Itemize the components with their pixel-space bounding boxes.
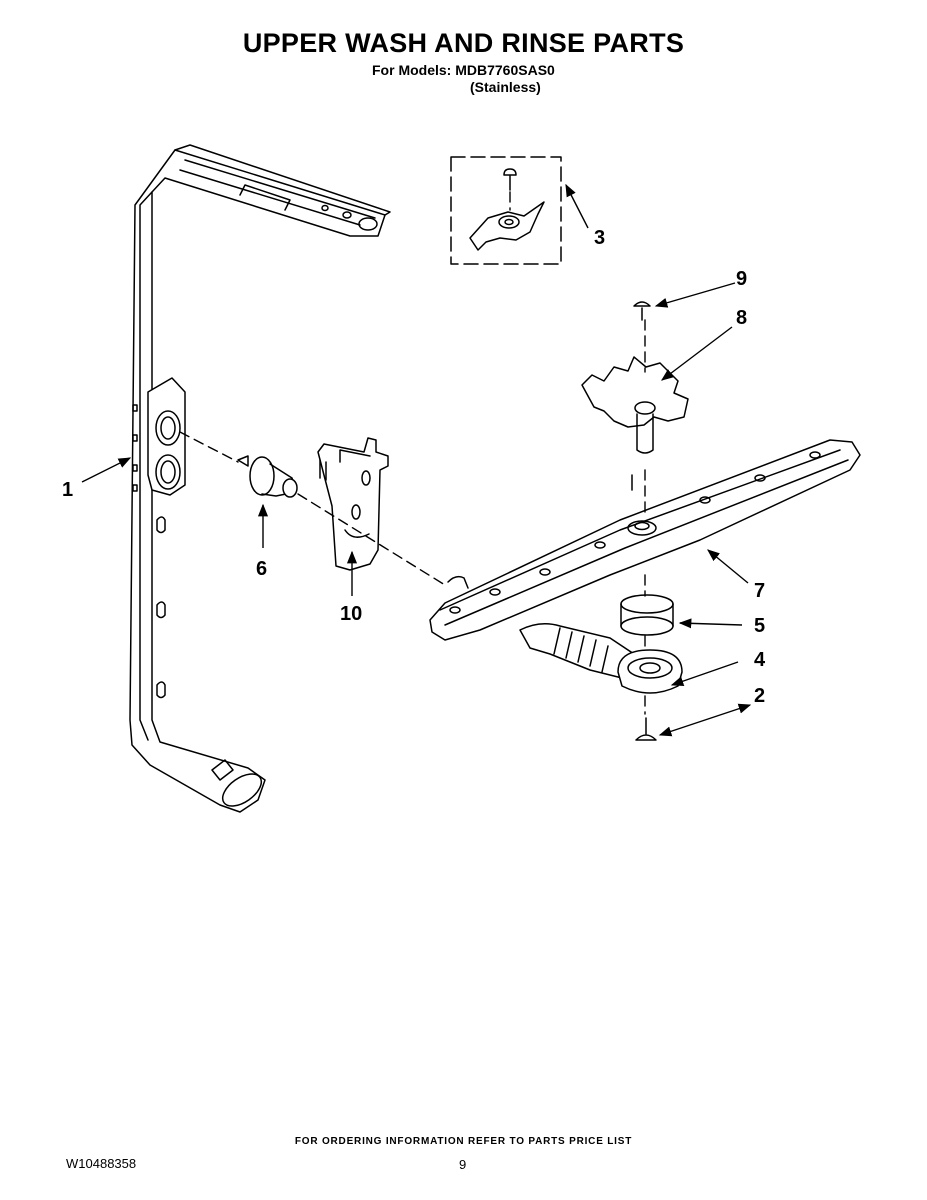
ordering-note: FOR ORDERING INFORMATION REFER TO PARTS … (294, 1136, 633, 1147)
manifold-base-part (617, 649, 683, 694)
seal-ring-part (620, 594, 674, 636)
callout-labels: 1 2 3 4 5 6 7 8 9 10 (62, 227, 766, 707)
callout-8: 8 (736, 307, 747, 329)
spray-arm-hub-part (450, 156, 562, 265)
finish-line: (Stainless) (470, 79, 541, 95)
bracket-part (317, 437, 389, 571)
callout-6: 6 (256, 558, 267, 580)
model-info: For Models: MDB7760SAS0 (Stainless) (372, 62, 555, 96)
leader-arrows (81, 183, 752, 737)
bottom-screw-part (635, 717, 657, 741)
callout-2: 2 (754, 685, 765, 707)
callout-4: 4 (754, 649, 766, 671)
spray-arm-part (429, 439, 861, 641)
seal-part (237, 455, 298, 498)
document-number: W10488358 (66, 1156, 137, 1171)
supply-manifold-part (129, 144, 391, 813)
models-line: For Models: MDB7760SAS0 (372, 62, 555, 78)
callout-9: 9 (736, 268, 747, 290)
callout-3: 3 (594, 227, 605, 249)
spray-arm-mount-part (581, 356, 689, 491)
assembly-lines (179, 191, 646, 715)
callout-10: 10 (340, 603, 362, 625)
screw-part (633, 301, 651, 321)
feed-tube-part (519, 623, 641, 681)
callout-5: 5 (754, 615, 765, 637)
page-number: 9 (459, 1157, 467, 1172)
callout-7: 7 (754, 580, 765, 602)
callout-1: 1 (62, 479, 73, 501)
page-title: UPPER WASH AND RINSE PARTS (242, 28, 685, 58)
